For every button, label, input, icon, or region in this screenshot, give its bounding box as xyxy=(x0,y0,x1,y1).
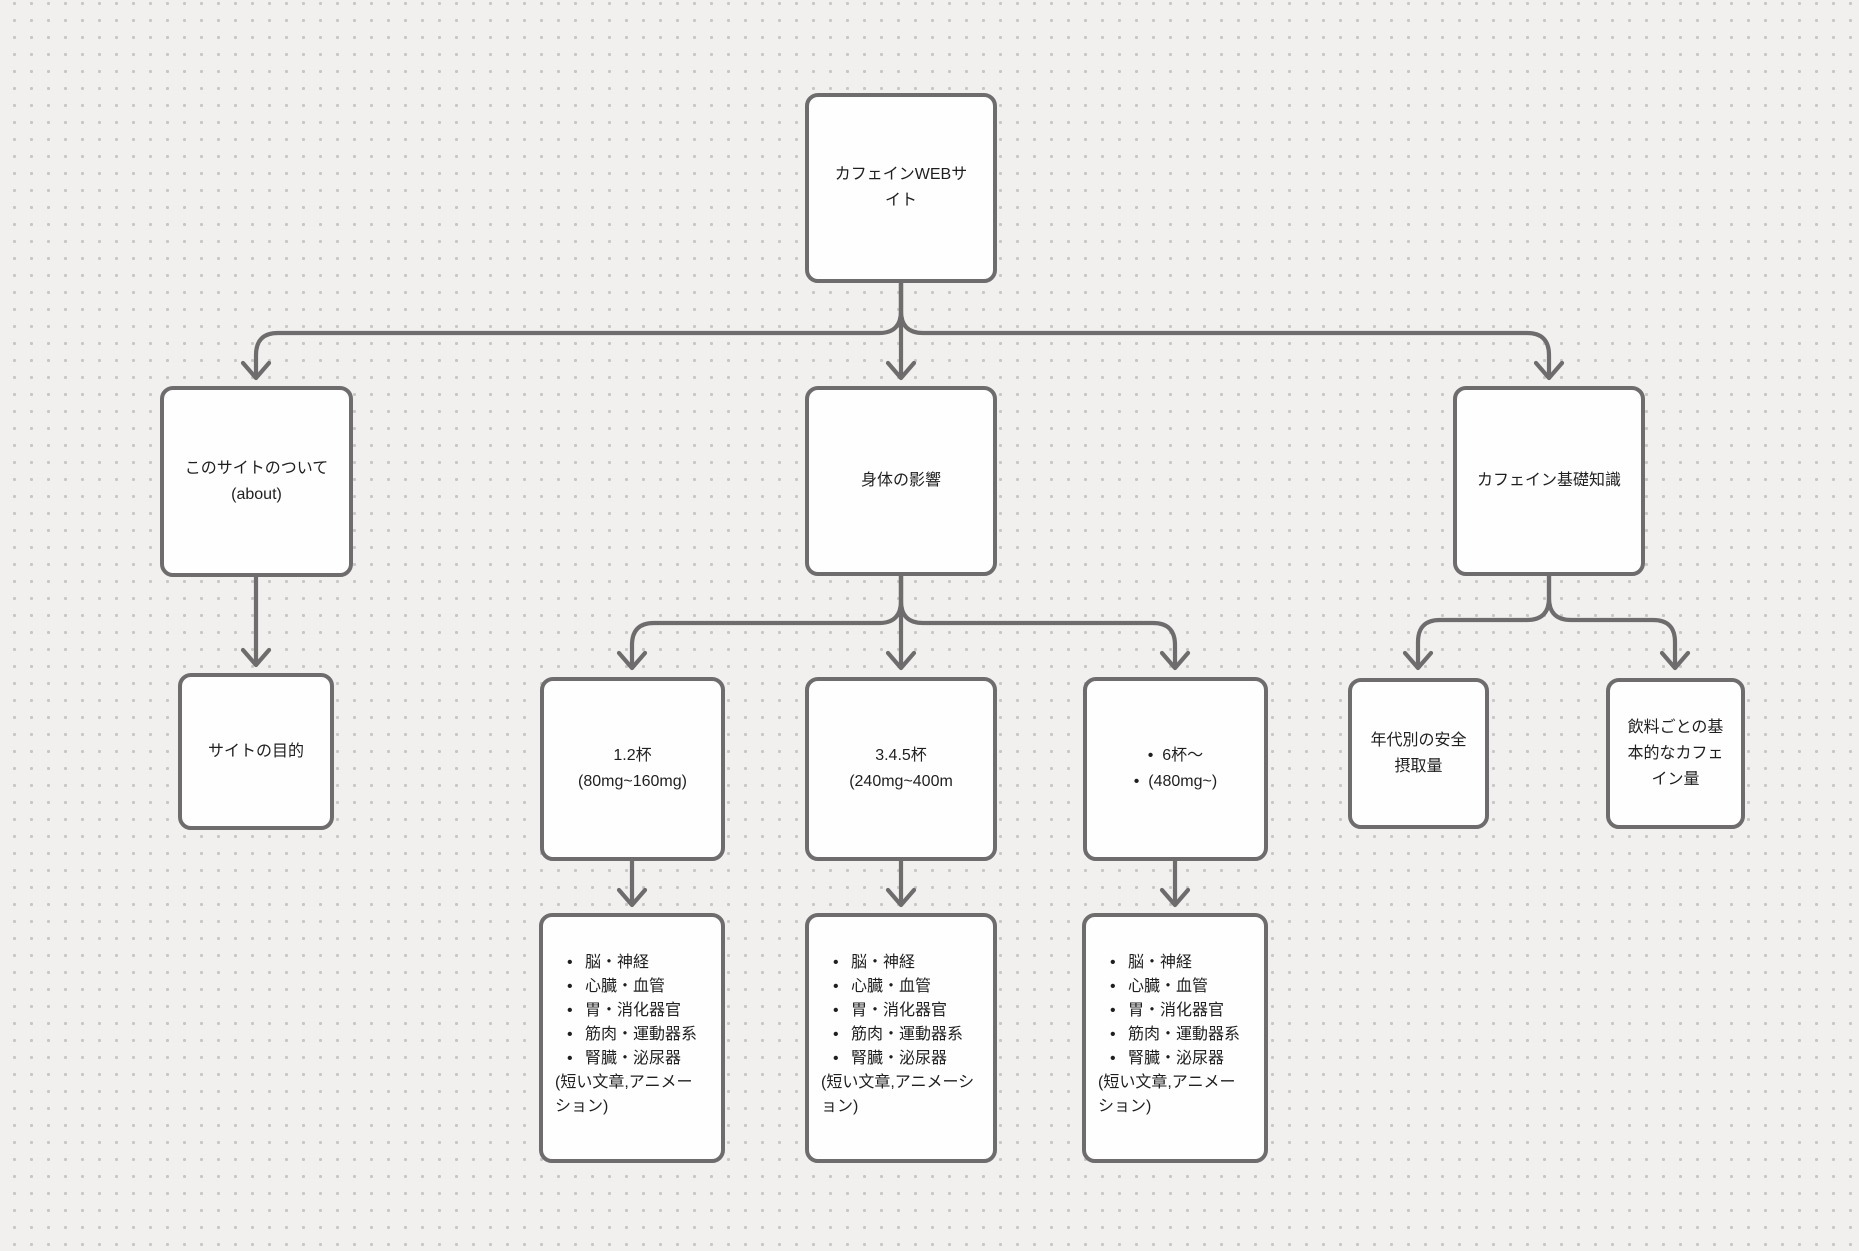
node-cups-1-2[interactable]: 1.2杯 (80mg~160mg) xyxy=(540,677,725,861)
arrow-basics-to-drink[interactable] xyxy=(1546,573,1691,671)
node-body-effects-label: 身体の影響 xyxy=(860,472,941,489)
arrow-root-to-basics[interactable] xyxy=(898,280,1565,381)
list-item: 筋肉・運動器系 xyxy=(1098,1023,1246,1047)
node-effects-list-2[interactable]: 脳・神経 心臓・血管 胃・消化器官 筋肉・運動器系 腎臓・泌尿器 (短い文章,ア… xyxy=(805,913,997,1163)
list-item: 6杯〜 xyxy=(1134,743,1217,769)
list-item: 筋肉・運動器系 xyxy=(821,1023,975,1047)
node-basics-label: カフェイン基礎知識 xyxy=(1476,472,1621,489)
list-item: 腎臓・泌尿器 xyxy=(821,1047,975,1071)
list-item: 脳・神経 xyxy=(1098,951,1246,975)
node-cups-6[interactable]: 6杯〜 (480mg~) xyxy=(1083,677,1268,861)
arrow-about-to-purpose[interactable] xyxy=(240,574,272,668)
node-root[interactable]: カフェインWEBサイト xyxy=(805,93,997,283)
node-cups-6-label: 6杯〜 (480mg~) xyxy=(1134,743,1217,795)
list-item: 心臓・血管 xyxy=(555,975,703,999)
node-cups-3-4-5-label: 3.4.5杯 (240mg~400m xyxy=(849,747,953,790)
arrow-body-to-cups12[interactable] xyxy=(616,573,904,671)
list-item: 腎臓・泌尿器 xyxy=(555,1047,703,1071)
effects-list: 脳・神経 心臓・血管 胃・消化器官 筋肉・運動器系 腎臓・泌尿器 xyxy=(555,951,703,1071)
node-age-safe-label: 年代別の安全摂取量 xyxy=(1370,731,1467,775)
node-effects-list-1[interactable]: 脳・神経 心臓・血管 胃・消化器官 筋肉・運動器系 腎臓・泌尿器 (短い文章,ア… xyxy=(539,913,725,1163)
node-drink-caffeine-label: 飲料ごとの基本的なカフェイン量 xyxy=(1627,718,1724,788)
arrow-cups6-to-list3[interactable] xyxy=(1159,858,1191,908)
node-effects-list-3[interactable]: 脳・神経 心臓・血管 胃・消化器官 筋肉・運動器系 腎臓・泌尿器 (短い文章,ア… xyxy=(1082,913,1268,1163)
effects-note: (短い文章,アニメーション) xyxy=(1098,1074,1236,1115)
list-item: 心臓・血管 xyxy=(821,975,975,999)
arrow-root-to-about[interactable] xyxy=(240,280,904,381)
node-root-label: カフェインWEBサイト xyxy=(834,166,968,209)
node-cups-1-2-label: 1.2杯 (80mg~160mg) xyxy=(578,747,687,790)
node-age-safe[interactable]: 年代別の安全摂取量 xyxy=(1348,678,1489,829)
effects-list: 脳・神経 心臓・血管 胃・消化器官 筋肉・運動器系 腎臓・泌尿器 xyxy=(1098,951,1246,1071)
arrow-cups12-to-list1[interactable] xyxy=(616,858,648,908)
effects-list: 脳・神経 心臓・血管 胃・消化器官 筋肉・運動器系 腎臓・泌尿器 xyxy=(821,951,975,1071)
node-basics[interactable]: カフェイン基礎知識 xyxy=(1453,386,1645,576)
list-item: 心臓・血管 xyxy=(1098,975,1246,999)
list-item: 胃・消化器官 xyxy=(1098,999,1246,1023)
node-site-purpose-label: サイトの目的 xyxy=(207,742,304,760)
list-item: 脳・神経 xyxy=(821,951,975,975)
list-item: 筋肉・運動器系 xyxy=(555,1023,703,1047)
node-cups-3-4-5[interactable]: 3.4.5杯 (240mg~400m xyxy=(805,677,997,861)
node-about-label: このサイトのついて (about) xyxy=(184,459,329,503)
arrow-basics-to-age[interactable] xyxy=(1402,573,1552,671)
list-item: 胃・消化器官 xyxy=(821,999,975,1023)
effects-note: (短い文章,アニメーション) xyxy=(821,1074,975,1115)
list-item: 腎臓・泌尿器 xyxy=(1098,1047,1246,1071)
list-item: 胃・消化器官 xyxy=(555,999,703,1023)
node-about[interactable]: このサイトのついて (about) xyxy=(160,386,353,577)
list-item: (480mg~) xyxy=(1134,769,1217,795)
node-body-effects[interactable]: 身体の影響 xyxy=(805,386,997,576)
list-item: 脳・神経 xyxy=(555,951,703,975)
arrow-body-to-cups6[interactable] xyxy=(898,573,1191,671)
arrow-cups345-to-list2[interactable] xyxy=(885,858,917,908)
node-drink-caffeine[interactable]: 飲料ごとの基本的なカフェイン量 xyxy=(1606,678,1745,829)
effects-note: (短い文章,アニメーション) xyxy=(555,1074,693,1115)
node-site-purpose[interactable]: サイトの目的 xyxy=(178,673,334,830)
